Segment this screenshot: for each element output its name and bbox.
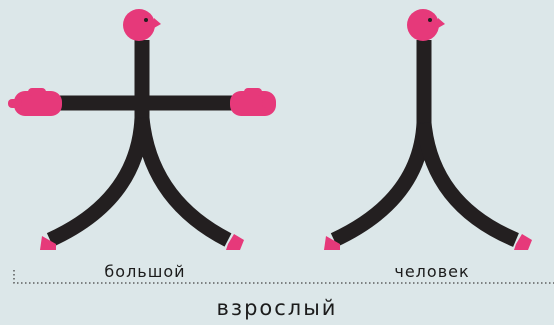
bracket-line bbox=[13, 270, 554, 284]
figure-person bbox=[324, 9, 532, 250]
label-big: большой bbox=[104, 262, 186, 281]
foot-icon bbox=[40, 236, 56, 250]
right-leg-stroke bbox=[134, 117, 232, 247]
left-leg-stroke bbox=[330, 122, 432, 247]
label-person: человек bbox=[394, 262, 470, 281]
caption-adult: взрослый bbox=[216, 296, 338, 320]
head-icon bbox=[407, 9, 445, 41]
foot-icon bbox=[324, 236, 340, 250]
left-leg-stroke bbox=[46, 117, 150, 247]
foot-icon bbox=[226, 234, 244, 250]
hand-icon bbox=[230, 88, 276, 116]
hand-icon bbox=[8, 88, 62, 116]
foot-icon bbox=[514, 234, 532, 250]
head-icon bbox=[123, 9, 161, 41]
right-leg-stroke bbox=[416, 122, 519, 247]
figure-big bbox=[8, 9, 276, 250]
